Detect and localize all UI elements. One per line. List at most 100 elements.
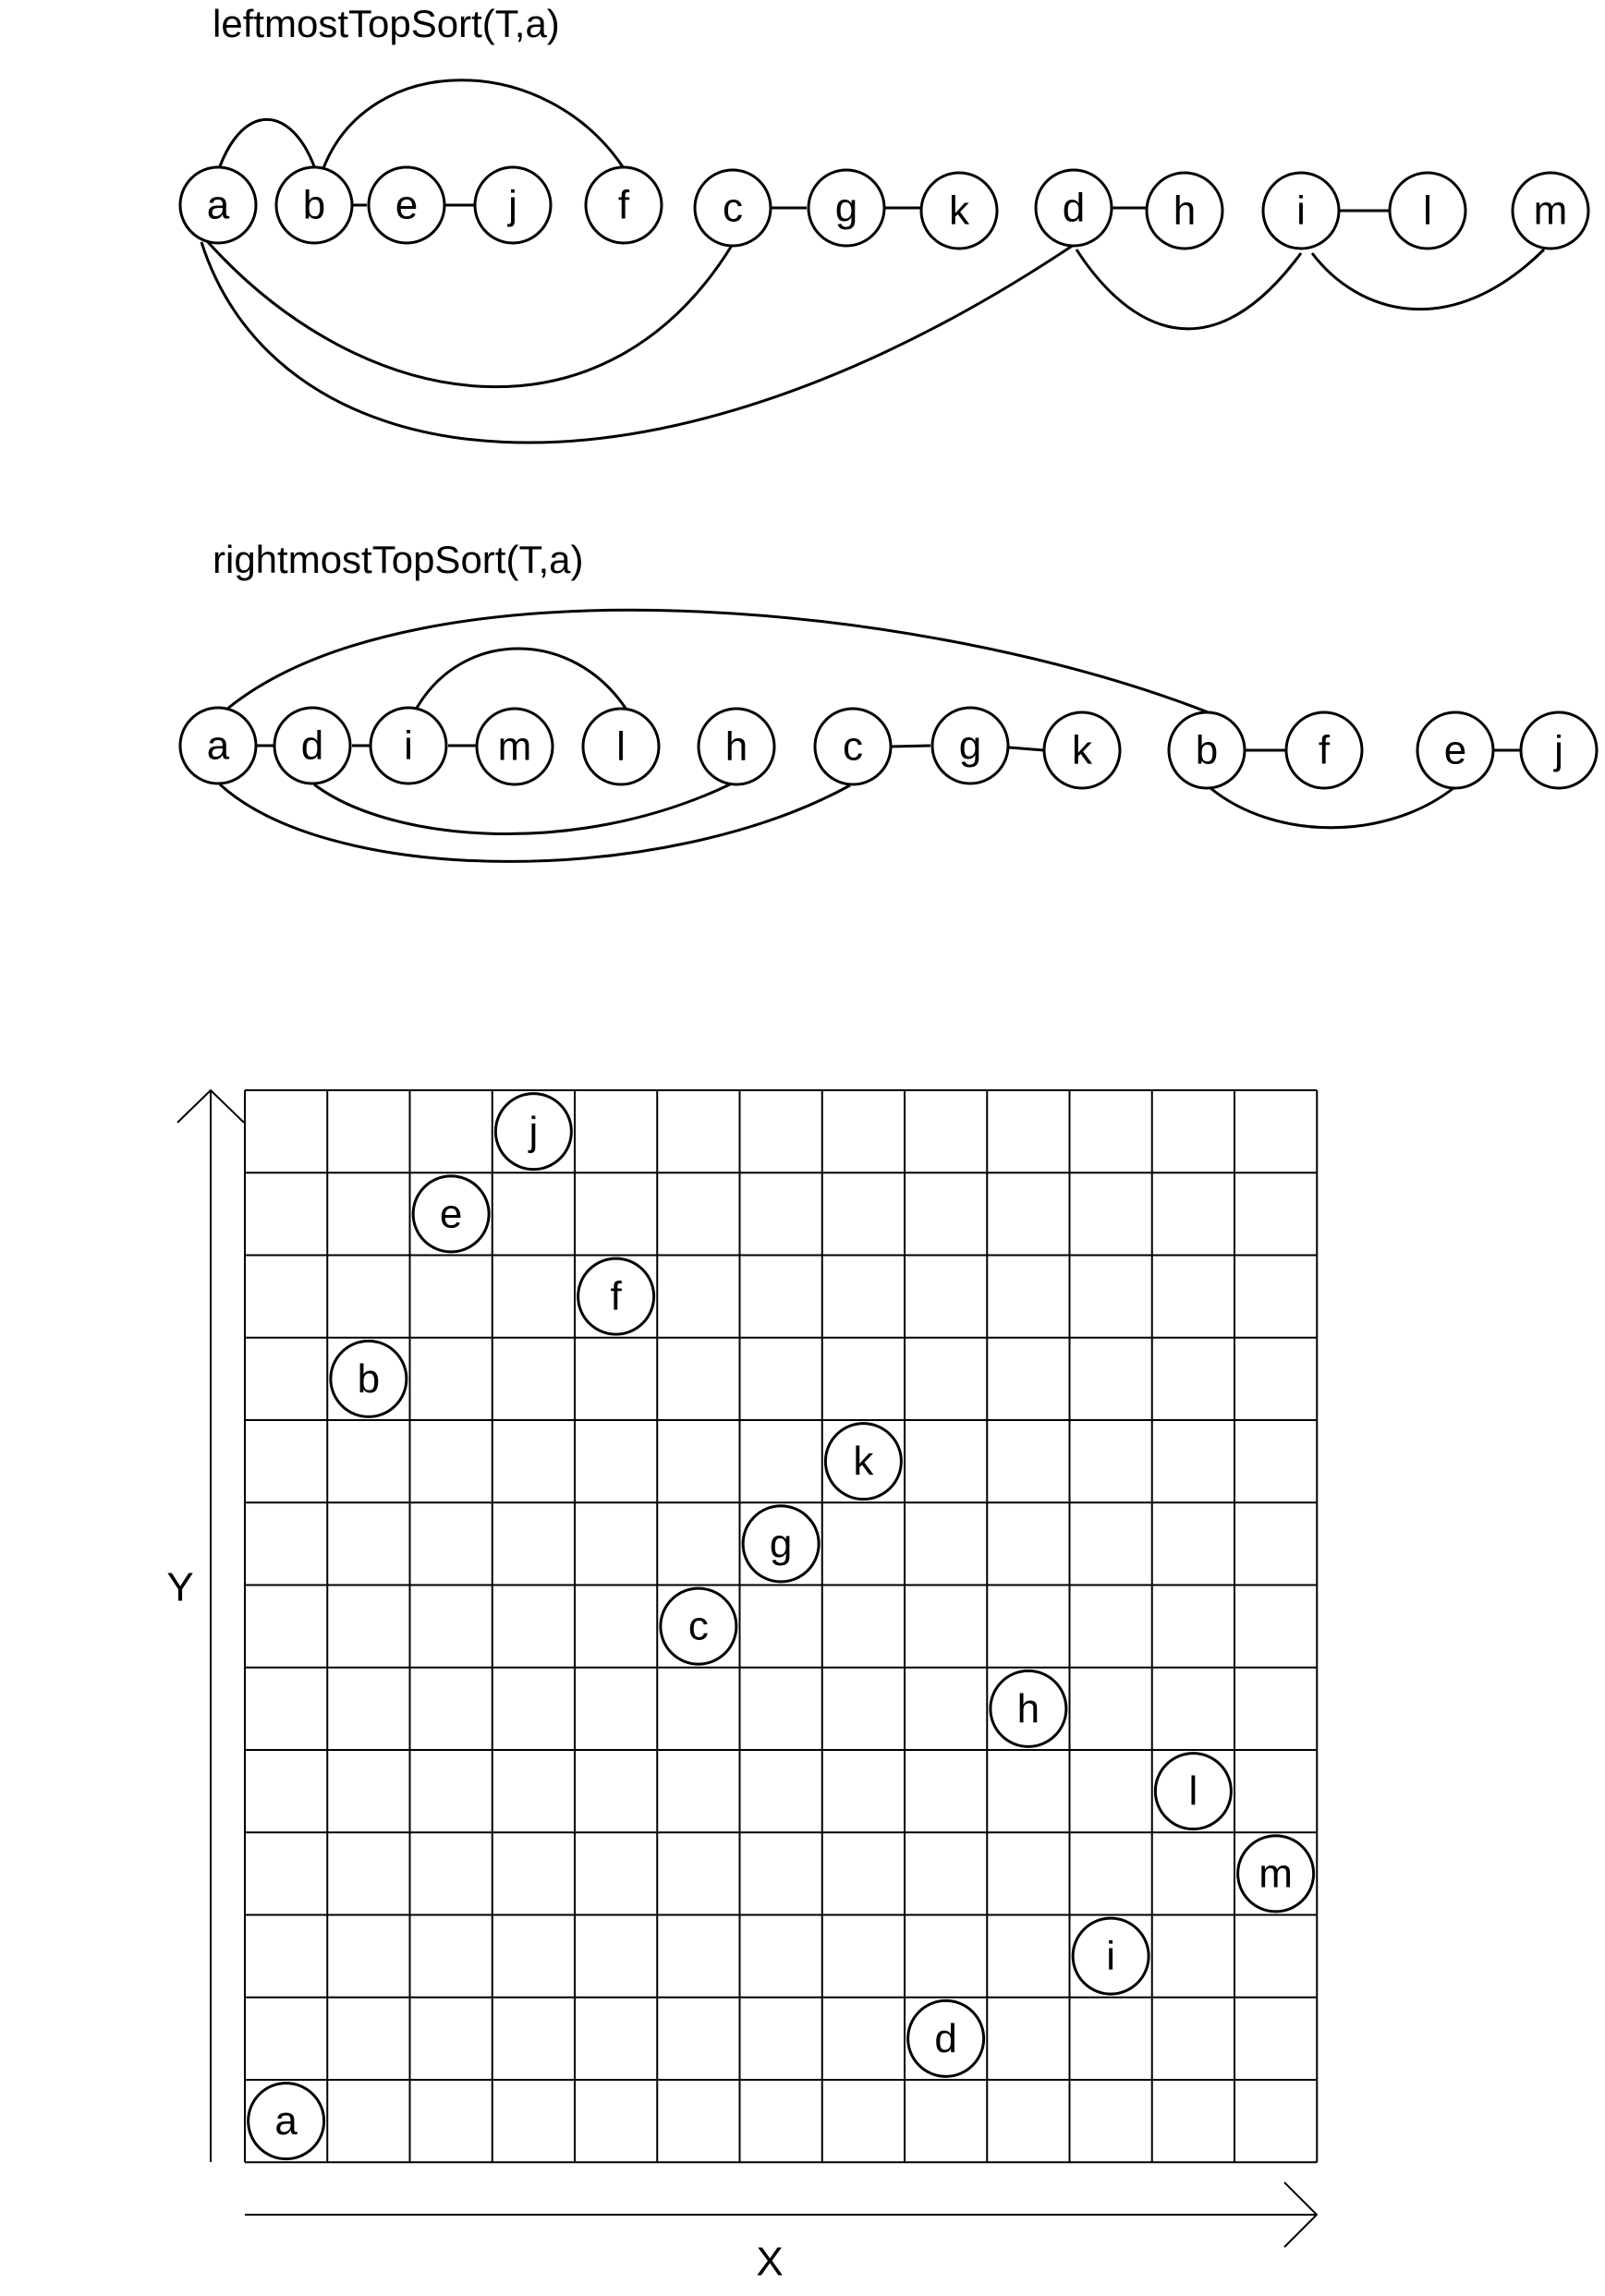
- edge-a-c: [218, 783, 851, 863]
- leftmost-node-c: c: [693, 168, 772, 248]
- node-circle: [1236, 1834, 1316, 1913]
- edge-b-e: [1210, 786, 1454, 830]
- node-label: h: [725, 724, 748, 770]
- node-label: k: [1072, 728, 1093, 773]
- edge-g-k: [1008, 746, 1045, 752]
- leftmost-node-j: j: [473, 165, 553, 245]
- node-circle: [1388, 171, 1467, 250]
- node-circle: [247, 2082, 326, 2161]
- node-circle: [1511, 171, 1590, 250]
- node-label: b: [358, 1356, 380, 1402]
- node-circle: [1145, 171, 1224, 250]
- leftmost-node-a: a: [178, 165, 258, 245]
- x-axis-arrowhead: [1283, 2181, 1319, 2248]
- leftmost-node-d: d: [1034, 168, 1113, 248]
- rightmost-node-a: a: [178, 706, 258, 785]
- node-label: a: [207, 183, 230, 228]
- leftmost-node-g: g: [807, 168, 886, 248]
- grid-node-h: h: [989, 1669, 1068, 1748]
- edge-a-b: [218, 117, 316, 167]
- grid-node-i: i: [1071, 1916, 1150, 1996]
- node-circle: [989, 1669, 1068, 1748]
- node-label: e: [1444, 728, 1466, 773]
- node-label: l: [1423, 188, 1432, 234]
- grid-node-f: f: [577, 1257, 656, 1336]
- edge-a-c: [206, 240, 735, 389]
- node-label: h: [1017, 1686, 1040, 1731]
- node-label: g: [959, 723, 981, 769]
- node-label: c: [723, 186, 743, 231]
- grid-node-k: k: [823, 1422, 903, 1501]
- node-label: g: [835, 186, 857, 231]
- node-circle: [1071, 1916, 1150, 1996]
- node-label: i: [404, 723, 413, 769]
- node-circle: [807, 168, 886, 248]
- edge-i-l: [414, 647, 628, 711]
- rightmost-node-l: l: [581, 707, 661, 786]
- node-label: e: [395, 183, 418, 228]
- edge-d-i: [1075, 249, 1303, 331]
- grid-node-a: a: [247, 2082, 326, 2161]
- node-circle: [577, 1257, 656, 1336]
- node-circle: [329, 1339, 408, 1418]
- y-axis-arrowhead: [176, 1088, 245, 1124]
- rightmost-node-e: e: [1416, 711, 1495, 790]
- node-label: a: [274, 2098, 298, 2144]
- leftmost-node-e: e: [367, 165, 446, 245]
- y-axis: Y: [166, 1088, 245, 2162]
- x-axis-label: X: [756, 2240, 783, 2285]
- node-circle: [178, 706, 258, 785]
- rightmost-node-d: d: [273, 706, 352, 785]
- node-circle: [273, 706, 352, 785]
- node-circle: [930, 706, 1010, 785]
- node-circle: [584, 165, 663, 245]
- node-circle: [581, 707, 661, 786]
- node-label: m: [1258, 1851, 1293, 1896]
- edge-d-h: [313, 783, 731, 835]
- node-circle: [1416, 711, 1495, 790]
- rightmost-node-f: f: [1284, 711, 1364, 790]
- edge-a-d: [200, 241, 1075, 444]
- rightmost-node-h: h: [697, 707, 776, 786]
- node-circle: [659, 1586, 738, 1666]
- node-label: d: [1063, 186, 1085, 231]
- node-circle: [473, 165, 553, 245]
- rightmost-title: rightmostTopSort(T,a): [213, 538, 583, 581]
- node-label: i: [1106, 1934, 1115, 1979]
- edge-c-g: [891, 744, 931, 748]
- grid-node-b: b: [329, 1339, 408, 1418]
- edge-a-b: [225, 608, 1211, 715]
- grid-node-d: d: [906, 1998, 986, 2078]
- node-circle: [1034, 168, 1113, 248]
- node-label: b: [303, 183, 325, 228]
- x-axis: X: [245, 2181, 1319, 2285]
- rightmost-edges: [218, 608, 1526, 863]
- node-circle: [813, 707, 893, 786]
- node-label: m: [1534, 188, 1568, 234]
- leftmost-node-i: i: [1261, 171, 1341, 250]
- node-circle: [274, 165, 354, 245]
- grid-node-m: m: [1236, 1834, 1316, 1913]
- node-circle: [411, 1174, 491, 1254]
- node-label: j: [1552, 728, 1563, 773]
- leftmost-node-m: m: [1511, 171, 1590, 250]
- node-circle: [693, 168, 772, 248]
- node-label: k: [949, 188, 970, 234]
- leftmost-node-h: h: [1145, 171, 1224, 250]
- leftmost-node-f: f: [584, 165, 663, 245]
- node-label: d: [934, 2016, 956, 2061]
- node-circle: [741, 1504, 821, 1584]
- node-label: k: [853, 1439, 874, 1484]
- node-label: l: [1188, 1768, 1198, 1814]
- node-label: h: [1173, 188, 1196, 234]
- rightmost-node-i: i: [369, 706, 448, 785]
- rightmost-node-g: g: [930, 706, 1010, 785]
- node-label: a: [207, 723, 230, 769]
- edge-i-m: [1310, 248, 1546, 311]
